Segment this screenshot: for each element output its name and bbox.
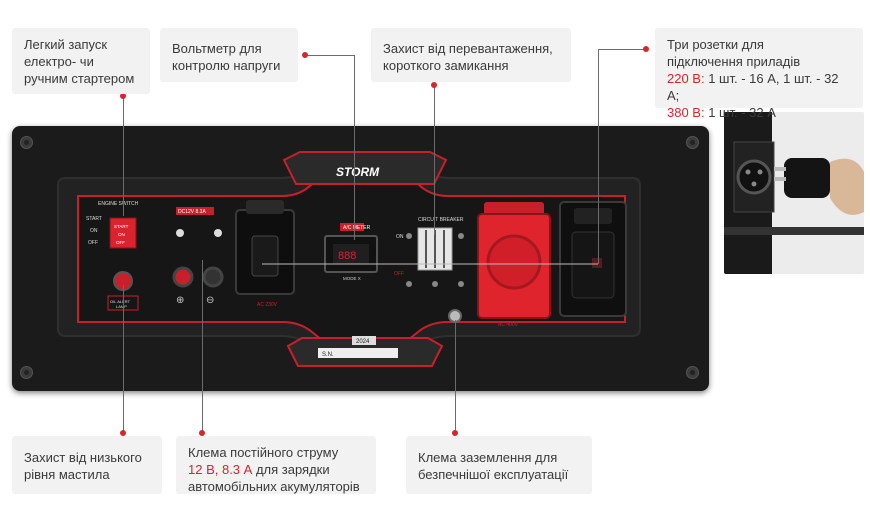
screw-icon [686,366,699,379]
callout-engine-start: Легкий запуск електро- чи ручним стартер… [12,28,150,94]
callout-sockets: Три розетки для підключення приладів 220… [655,28,863,120]
callout-overload: Захист від перевантаження, короткого зам… [371,28,571,82]
marker-dot [452,430,458,436]
marker-dot [431,82,437,88]
marker-dot [120,93,126,99]
screw-icon [20,136,33,149]
marker-dot [643,46,649,52]
screw-icon [20,366,33,379]
plug-photo [724,112,864,274]
marker-dot [199,430,205,436]
callout-voltmeter: Вольтметр для контролю напруги [160,28,298,82]
marker-dot [302,52,308,58]
callout-dc: Клема постійного струму 12 В, 8.3 А для … [176,436,376,494]
screw-icon [686,136,699,149]
marker-dot [120,430,126,436]
generator-panel [12,126,709,391]
callout-ground: Клема заземлення для безпечнішої експлуа… [406,436,592,494]
callout-oil: Захист від низького рівня мастила [12,436,162,494]
